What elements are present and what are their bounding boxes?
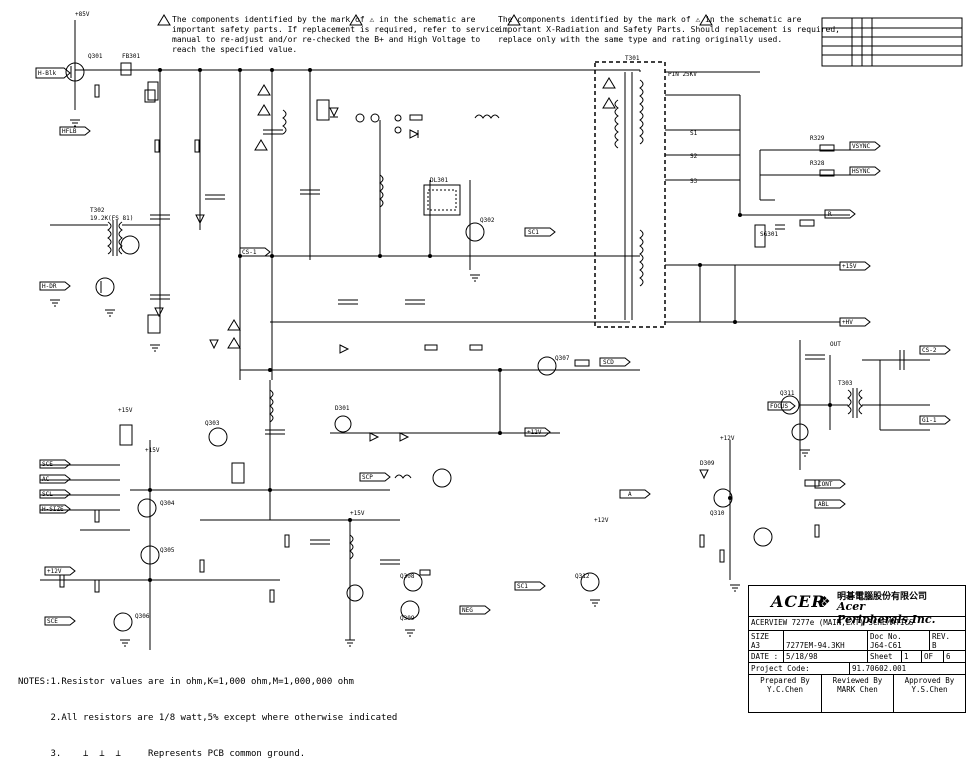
- svg-text:D301: D301: [335, 405, 350, 412]
- date-label: DATE :: [751, 652, 779, 661]
- svg-text:SCE: SCE: [42, 461, 53, 468]
- svg-text:+15V: +15V: [842, 263, 857, 270]
- approved-value: Y.S.Chen: [911, 685, 948, 694]
- svg-text:R329: R329: [810, 135, 825, 142]
- acer-mark-icon: ❖: [819, 590, 830, 611]
- note-line-1: NOTES:1.Resistor values are in ohm,K=1,0…: [18, 677, 354, 687]
- svg-text:PIN 25KV: PIN 25KV: [668, 71, 697, 78]
- sheet-value: 1: [901, 651, 921, 663]
- safety-note-left: The components identified by the mark of…: [172, 15, 500, 54]
- reviewed-label: Reviewed By: [832, 676, 883, 685]
- svg-text:DL301: DL301: [430, 177, 448, 184]
- svg-text:S1: S1: [690, 130, 698, 137]
- svg-text:Q301: Q301: [88, 53, 103, 60]
- svg-text:R: R: [828, 211, 832, 218]
- svg-text:+15V: +15V: [118, 407, 133, 414]
- svg-text:HSYNC: HSYNC: [852, 168, 870, 175]
- svg-text:Q308: Q308: [400, 573, 415, 580]
- company-cn: 明碁電腦股份有限公司: [837, 592, 928, 602]
- lbl-85v: +85V: [75, 11, 90, 18]
- drawing-title: ACERVIEW 7277e (MAIN,EXT) SCHEMATICS: [751, 618, 914, 627]
- svg-text:Q303: Q303: [205, 420, 220, 427]
- svg-text:+HV: +HV: [842, 319, 853, 326]
- size-label: SIZE: [751, 632, 770, 641]
- svg-text:H-DR: H-DR: [42, 283, 57, 290]
- rev-value: B: [932, 641, 937, 650]
- svg-text:T301: T301: [625, 55, 640, 62]
- svg-text:D309: D309: [700, 460, 715, 467]
- svg-text:FOCUS: FOCUS: [770, 403, 788, 410]
- svg-text:+15V: +15V: [350, 510, 365, 517]
- size-value: A3: [751, 641, 761, 650]
- code-label: Doc No.: [870, 632, 902, 641]
- approved-label: Approved By: [904, 676, 955, 685]
- rev-label: REV.: [932, 632, 951, 641]
- svg-text:VSYNC: VSYNC: [852, 143, 870, 150]
- svg-text:H-Blk: H-Blk: [38, 70, 56, 77]
- svg-text:AC: AC: [42, 476, 50, 483]
- svg-text:G1-1: G1-1: [922, 417, 937, 424]
- svg-text:CS-2: CS-2: [922, 347, 937, 354]
- svg-text:Q309: Q309: [400, 615, 415, 622]
- note-line-2: 2.All resistors are 1/8 watt,5% except w…: [18, 713, 398, 723]
- svg-text:SCE: SCE: [47, 618, 58, 625]
- code-value: J64-C61: [870, 641, 902, 650]
- svg-text:OUT: OUT: [830, 341, 841, 348]
- svg-text:Q307: Q307: [555, 355, 570, 362]
- svg-text:S3: S3: [690, 178, 698, 185]
- reviewed-value: MARK Chen: [837, 685, 878, 694]
- svg-text:+12V: +12V: [527, 429, 542, 436]
- title-block: ACER ❖ 明碁電腦股份有限公司 Acer Peripherals,Inc. …: [748, 585, 966, 713]
- company-logo: ACER ❖ 明碁電腦股份有限公司 Acer Peripherals,Inc.: [749, 586, 965, 626]
- svg-text:19.2K(FS 81): 19.2K(FS 81): [90, 215, 133, 222]
- svg-text:S2: S2: [690, 153, 698, 160]
- svg-text:R328: R328: [810, 160, 825, 167]
- sheet-label: Sheet: [867, 651, 901, 663]
- svg-text:Q302: Q302: [480, 217, 495, 224]
- svg-text:+12V: +12V: [720, 435, 735, 442]
- svg-text:+12V: +12V: [47, 568, 62, 575]
- safety-note-right: The components identified by the mark of…: [498, 15, 840, 44]
- svg-text:SCL: SCL: [42, 491, 53, 498]
- prepared-value: Y.C.Chen: [766, 685, 804, 694]
- svg-text:CS-1: CS-1: [242, 249, 257, 256]
- brand-logo: ACER: [771, 592, 826, 611]
- svg-text:Q310: Q310: [710, 510, 725, 517]
- svg-text:T303: T303: [838, 380, 853, 387]
- svg-text:+12V: +12V: [594, 517, 609, 524]
- svg-text:Q305: Q305: [160, 547, 175, 554]
- svg-text:SC1: SC1: [528, 229, 539, 236]
- prepared-label: Prepared By: [760, 676, 810, 685]
- note-line-3: 3. ⊥ ⊥ ⊥ Represents PCB common ground.: [18, 749, 306, 759]
- svg-text:CONT: CONT: [818, 481, 833, 488]
- svg-text:Q306: Q306: [135, 613, 150, 620]
- svg-text:SCP: SCP: [362, 474, 373, 481]
- svg-text:HFLB: HFLB: [62, 128, 77, 135]
- svg-text:T302: T302: [90, 207, 105, 214]
- sheet-total: 6: [943, 651, 965, 663]
- date-value: 5/18/98: [783, 651, 867, 663]
- notes-block: NOTES:1.Resistor values are in ohm,K=1,0…: [18, 652, 397, 772]
- svg-text:Q304: Q304: [160, 500, 175, 507]
- svg-text:NEG: NEG: [462, 607, 473, 614]
- sheet-of: OF: [921, 651, 943, 663]
- svg-text:Q311: Q311: [780, 390, 795, 397]
- svg-text:Q312: Q312: [575, 573, 590, 580]
- svg-text:SG301: SG301: [760, 231, 778, 238]
- svg-text:SCD: SCD: [603, 359, 614, 366]
- project-value: 91.70602.001: [849, 663, 965, 675]
- svg-text:FB301: FB301: [122, 53, 140, 60]
- svg-text:ABL: ABL: [818, 501, 829, 508]
- project-label: Project Code:: [751, 664, 810, 673]
- model-value: 7277EM-94.3KH: [786, 641, 845, 650]
- svg-text:+15V: +15V: [145, 447, 160, 454]
- svg-text:A: A: [628, 491, 632, 498]
- svg-text:H-SIZE: H-SIZE: [42, 506, 64, 513]
- svg-text:SC1: SC1: [517, 583, 528, 590]
